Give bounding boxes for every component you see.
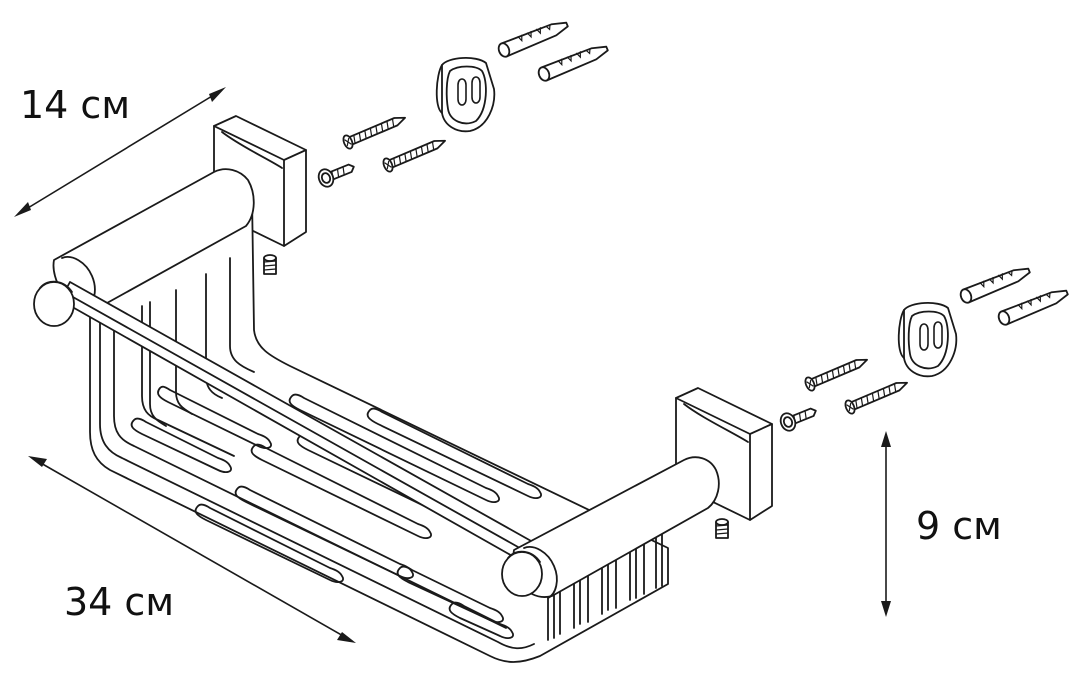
upper-fixing-screw-a xyxy=(340,110,409,151)
left-rod-end-cap xyxy=(33,280,75,327)
height-dimension-arrow xyxy=(881,431,891,617)
lower-wall-plug-b xyxy=(995,285,1071,328)
width-dimension-arrow xyxy=(28,456,356,643)
right-rod-end-cap xyxy=(501,550,543,597)
upper-mounting-bolt xyxy=(315,157,359,190)
upper-wall-plug-a xyxy=(495,17,571,60)
lower-wall-plug-a xyxy=(957,263,1033,306)
height-dimension-label: 9 см xyxy=(916,504,1002,548)
upper-mounting-plate xyxy=(435,57,496,133)
upper-wall-plug-b xyxy=(535,41,611,84)
depth-dimension-arrow xyxy=(14,87,226,217)
lower-mounting-plate xyxy=(897,302,958,378)
lower-fixing-screw-b xyxy=(842,375,911,416)
right-set-screw xyxy=(715,518,729,539)
width-dimension-label: 34 см xyxy=(64,580,174,624)
left-set-screw xyxy=(263,254,277,275)
lower-fixing-screw-a xyxy=(802,352,871,393)
upper-fixing-screw-b xyxy=(380,133,449,174)
lower-mounting-bolt xyxy=(777,401,821,434)
depth-dimension-label: 14 см xyxy=(20,83,130,127)
